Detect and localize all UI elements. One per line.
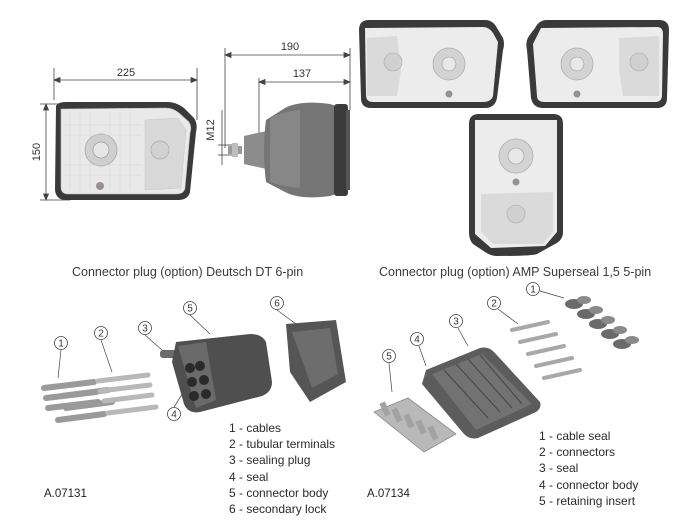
body-depth-dimension — [257, 78, 352, 140]
amp-legend-item-3: 3 - seal — [539, 461, 579, 476]
headlamp-orientation-left — [359, 20, 504, 108]
amp-legend-item-2: 2 - connectors — [539, 445, 616, 460]
amp-legend-item-4: 4 - connector body — [539, 477, 639, 492]
retaining-insert — [373, 397, 457, 453]
deutsch-legend: 1 - cables 2 - tubular terminals 3 - sea… — [229, 420, 335, 517]
connector-pins — [510, 320, 582, 380]
amp-callout-4: 4 — [414, 335, 420, 346]
amp-callout-5: 5 — [386, 352, 392, 363]
deutsch-legend-item-1: 1 - cables — [229, 421, 282, 435]
cable-seals — [565, 296, 639, 349]
amp-legend-item-5: 5 - retaining insert — [539, 493, 636, 508]
thread-label: M12 — [205, 119, 217, 140]
dimension-drawing: 225 150 — [31, 41, 352, 202]
headlamp-front-view — [55, 102, 197, 200]
height-dimension-label: 150 — [31, 143, 43, 161]
amp-article-code: A.07134 — [367, 488, 410, 500]
deutsch-connector-caption: Connector plug (option) Deutsch DT 6-pin — [72, 265, 304, 279]
secondary-lock — [286, 320, 346, 402]
amp-legend-item-1: 1 - cable seal — [539, 429, 611, 443]
deutsch-callout-4: 4 — [171, 410, 177, 421]
headlamp-orientations — [359, 20, 669, 256]
deutsch-connector-exploded-view: 1 2 3 4 5 6 — [41, 296, 346, 423]
total-depth-dimension — [223, 48, 352, 148]
thread-dimension — [218, 110, 232, 165]
dimension-drawing-panel: 225 150 — [0, 0, 355, 258]
deutsch-callout-2: 2 — [98, 329, 104, 340]
headlamp-orientation-vertical — [469, 114, 563, 256]
amp-connector-caption: Connector plug (option) AMP Superseal 1,… — [379, 265, 652, 279]
deutsch-legend-item-2: 2 - tubular terminals — [229, 437, 336, 452]
amp-legend: 1 - cable seal 2 - connectors 3 - seal 4… — [539, 428, 638, 509]
deutsch-article-code: A.07131 — [44, 488, 87, 500]
deutsch-connector-panel: Connector plug (option) Deutsch DT 6-pin… — [0, 262, 348, 530]
width-dimension — [52, 68, 199, 120]
deutsch-callout-6: 6 — [274, 299, 280, 310]
deutsch-legend-item-6: 6 - secondary lock — [229, 502, 327, 517]
deutsch-callout-5: 5 — [187, 304, 193, 315]
amp-callout-2: 2 — [491, 299, 497, 310]
amp-connector-panel: Connector plug (option) AMP Superseal 1,… — [352, 262, 700, 530]
deutsch-legend-item-4: 4 - seal — [229, 469, 269, 484]
width-dimension-label: 225 — [117, 67, 135, 79]
amp-connector-body — [422, 347, 541, 439]
tubular-terminals — [95, 372, 159, 416]
total-depth-label: 190 — [281, 41, 299, 53]
deutsch-callout-3: 3 — [142, 324, 148, 335]
headlamp-orientation-right — [526, 20, 669, 108]
amp-connector-exploded-view: 1 2 3 4 5 — [373, 282, 639, 453]
amp-callout-1: 1 — [530, 285, 536, 296]
headlamp-orientations-panel — [357, 0, 700, 258]
connector-body — [172, 334, 272, 413]
deutsch-legend-item-3: 3 - sealing plug — [229, 453, 311, 468]
deutsch-legend-item-5: 5 - connector body — [229, 485, 329, 500]
amp-callout-3: 3 — [453, 317, 459, 328]
body-depth-label: 137 — [293, 68, 311, 80]
height-dimension — [40, 102, 70, 202]
headlamp-side-view — [228, 102, 350, 198]
deutsch-callout-1: 1 — [58, 339, 64, 350]
